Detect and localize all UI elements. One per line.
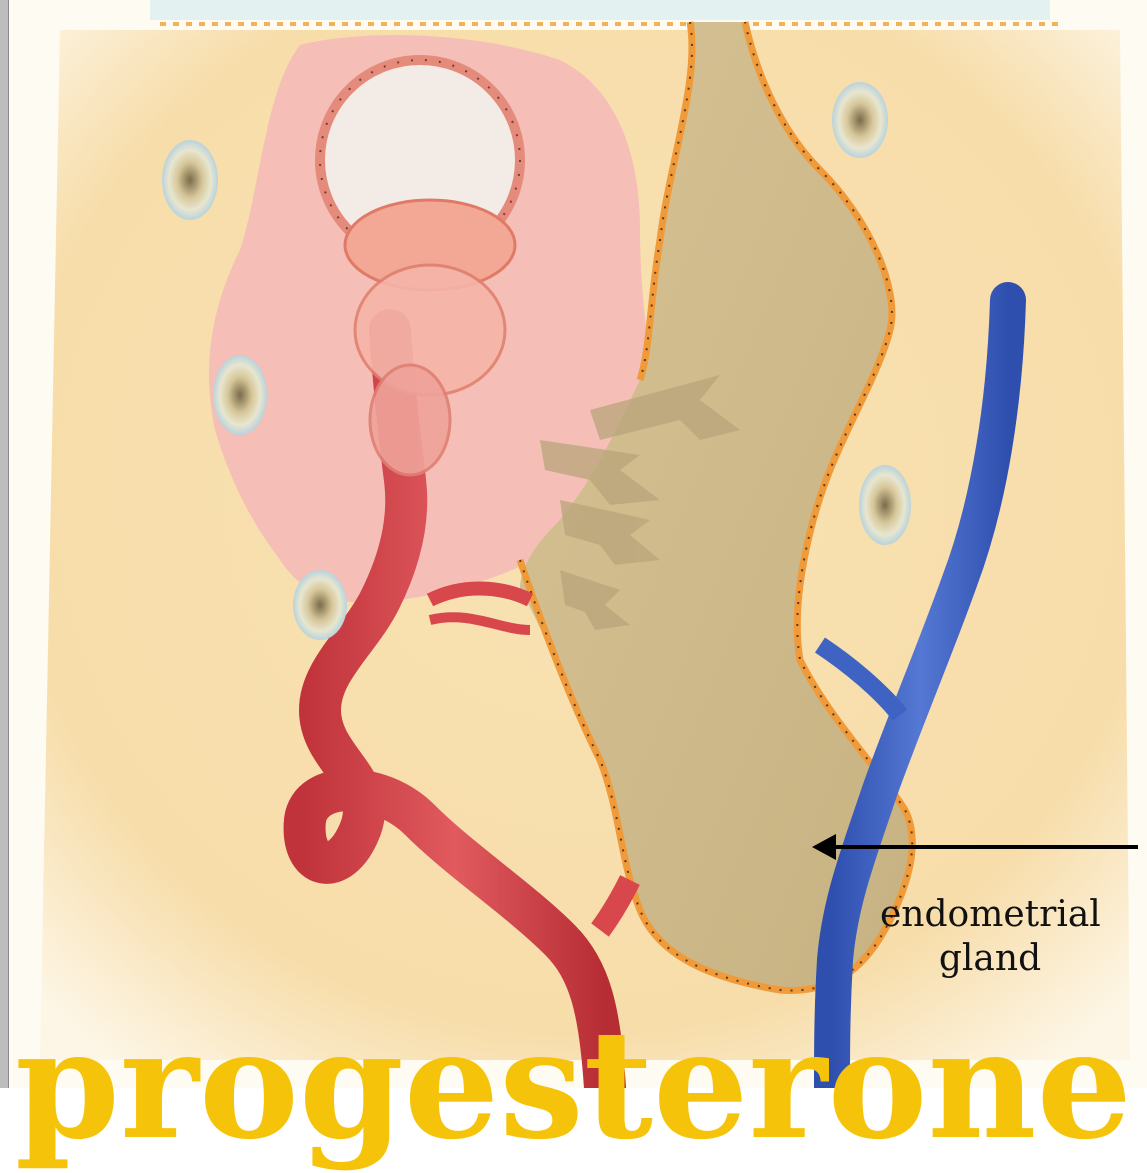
slide-edge (0, 0, 9, 1088)
uterine-cavity-surface (150, 0, 1050, 20)
gland-label: endometrial gland (880, 893, 1100, 981)
slide-title: progesterone (0, 1010, 1147, 1160)
gland-label-line1: endometrial (880, 893, 1100, 937)
gland-label-line2: gland (880, 937, 1100, 981)
